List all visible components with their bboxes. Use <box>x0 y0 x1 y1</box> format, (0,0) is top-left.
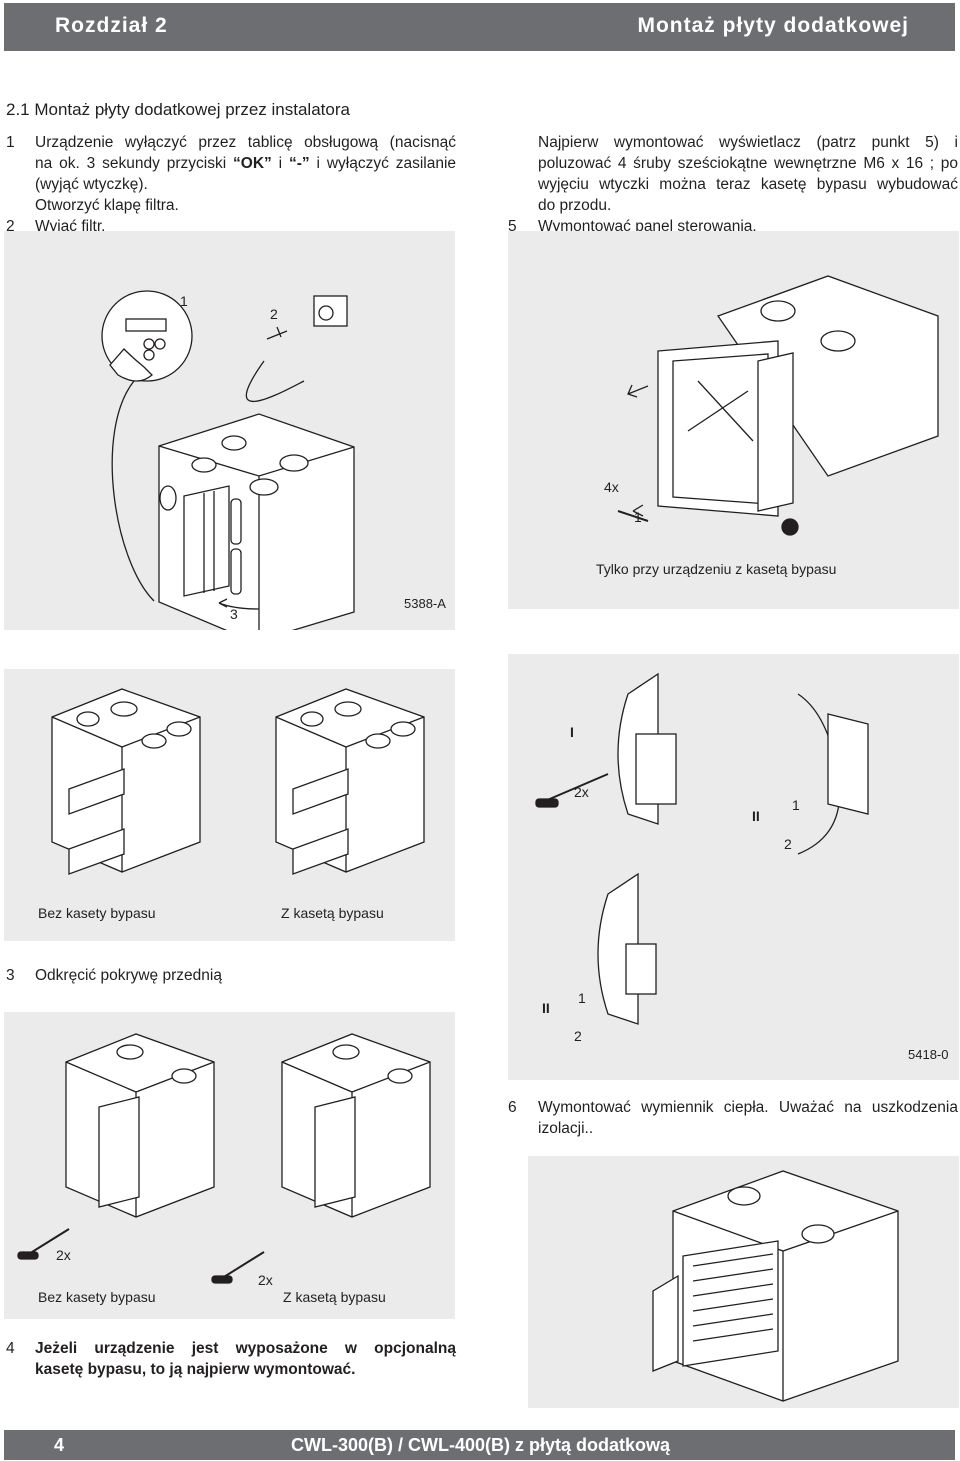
minus-key: - <box>296 155 302 172</box>
step-3-number: 3 <box>6 967 15 984</box>
filter-removal-drawing <box>51 688 425 875</box>
step-1-line-2: na ok. 3 sekundy przyciski “OK” i “-” i … <box>35 155 457 172</box>
step-6: 6 Wymontować wymiennik ciepła. Uważać na… <box>508 1097 958 1139</box>
figure-panel-removal: I 2x II 1 2 II 1 2 5418-0 <box>508 654 959 1080</box>
step-4-line-1: Jeżeli urządzenie jest wyposażone w opcj… <box>35 1340 456 1357</box>
chapter-label: Rozdział 2 <box>55 14 168 37</box>
count-2x-left: 2x <box>56 1247 71 1263</box>
step-1: 1 Urządzenie wyłączyć przez tablicę obsł… <box>6 132 456 237</box>
count-2x: 2x <box>574 784 589 800</box>
figure-code: 5388-A <box>404 596 446 611</box>
heat-exchanger-drawing <box>652 1170 899 1402</box>
step-4: 4 Jeżeli urządzenie jest wyposażone w op… <box>6 1338 456 1380</box>
page-number: 4 <box>54 1435 65 1455</box>
step-3-text: Odkręcić pokrywę przednią <box>35 967 222 984</box>
step-2-text: Wyjąć filtr. <box>35 218 106 235</box>
callout-1: 1 <box>792 797 800 813</box>
step-4-number: 4 <box>6 1340 15 1357</box>
unit-open-filter-drawing <box>101 290 355 630</box>
bypass-intro: Najpierw wymontować wyświetlacz (patrz p… <box>508 132 958 237</box>
roman-ii-second: II <box>542 1000 550 1016</box>
intro-line-4: do przodu. <box>538 197 612 214</box>
step-6-number: 6 <box>508 1099 517 1116</box>
step-5: 5 Wymontować panel sterowania. <box>508 216 958 237</box>
callout-2: 2 <box>270 306 278 322</box>
footer-title: CWL-300(B) / CWL-400(B) z płytą dodatkow… <box>291 1435 671 1455</box>
control-panel-drawing <box>535 672 869 1025</box>
figure-switch-off: 1 2 3 5388-A <box>4 231 455 630</box>
front-cover-drawing <box>17 1033 431 1284</box>
step-5-text: Wymontować panel sterowania. <box>538 218 757 235</box>
callout-1-second: 1 <box>578 990 586 1006</box>
label-without-bypass: Bez kasety bypasu <box>38 1289 156 1305</box>
chapter-title: Montaż płyty dodatkowej <box>637 14 909 37</box>
intro-line-1: Najpierw wymontować wyświetlacz (patrz p… <box>538 134 958 151</box>
count-2x-right: 2x <box>258 1272 273 1288</box>
bypass-cassette-drawing <box>617 275 939 536</box>
step-6-line-2: izolacji.. <box>538 1120 594 1137</box>
intro-line-3: wyjęciu wtyczki można teraz kasetę bypas… <box>538 176 958 193</box>
roman-ii: II <box>752 808 760 824</box>
figure-heat-exchanger <box>528 1156 959 1408</box>
callout-1: 1 <box>634 509 642 525</box>
page-footer: 4 CWL-300(B) / CWL-400(B) z płytą dodatk… <box>4 1430 955 1460</box>
label-without-bypass: Bez kasety bypasu <box>38 905 156 921</box>
step-4-line-2: kasetę bypasu, to ją najpierw wymontować… <box>35 1361 356 1378</box>
step-1-line-3: (wyjąć wtyczkę). <box>35 176 148 193</box>
bypass-caption: Tylko przy urządzeniu z kasetą bypasu <box>596 561 837 577</box>
count-4x: 4x <box>604 479 619 495</box>
roman-i: I <box>570 724 574 740</box>
step-5-number: 5 <box>508 218 517 235</box>
figure-bypass-removal: 4x 1 Tylko przy urządzeniu z kasetą bypa… <box>508 231 959 609</box>
callout-3: 3 <box>230 606 238 622</box>
step-1-number: 1 <box>6 134 15 151</box>
callout-2: 2 <box>784 836 792 852</box>
label-with-bypass: Z kasetą bypasu <box>283 1289 386 1305</box>
callout-2-second: 2 <box>574 1028 582 1044</box>
ok-key: OK <box>240 155 265 172</box>
callout-1: 1 <box>180 293 188 309</box>
step-1-line-1: Urządzenie wyłączyć przez tablicę obsług… <box>35 134 456 151</box>
section-title: 2.1 Montaż płyty dodatkowej przez instal… <box>6 100 350 119</box>
figure-front-cover: 2x 2x Bez kasety bypasu Z kasetą bypasu <box>4 1012 455 1319</box>
figure-code: 5418-0 <box>908 1047 949 1062</box>
step-6-line-1: Wymontować wymiennik ciepła. Uważać na u… <box>538 1099 958 1116</box>
figure-filter-removal: Bez kasety bypasu Z kasetą bypasu <box>4 669 455 941</box>
step-1-line-4: Otworzyć klapę filtra. <box>35 197 179 214</box>
intro-line-2: poluzować 4 śruby sześciokątne wewnętrzn… <box>538 155 958 172</box>
step-2: 2 Wyjąć filtr. <box>6 216 456 237</box>
label-with-bypass: Z kasetą bypasu <box>281 905 384 921</box>
step-3: 3 Odkręcić pokrywę przednią <box>6 965 222 986</box>
step-2-number: 2 <box>6 218 15 235</box>
chapter-header: Rozdział 2 Montaż płyty dodatkowej <box>4 3 955 51</box>
